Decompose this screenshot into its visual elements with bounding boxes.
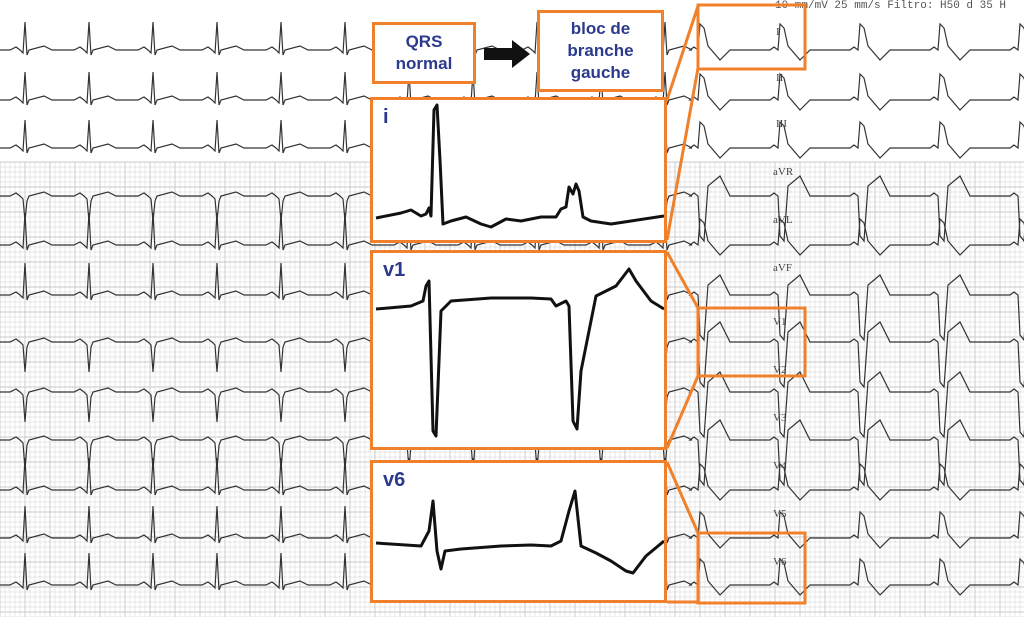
lead-label-v3: V3 [773, 412, 787, 424]
lead-label-v6: V6 [773, 556, 787, 568]
lead-label-i: I [776, 26, 780, 38]
lead-v1-waveform [375, 267, 664, 438]
panel-lead-v1: v1 [370, 250, 667, 450]
lead-label-avl: aVL [773, 214, 793, 226]
lead-i-waveform [375, 103, 664, 229]
lead-label-avf: aVF [773, 262, 792, 274]
lead-label-v5: V5 [773, 508, 787, 520]
ecg-trace-avl [0, 212, 1024, 256]
recording-settings: 10 mm/mV 25 mm/s Filtro: H50 d 35 H [775, 0, 1007, 12]
lead-label-v1: V1 [773, 316, 787, 328]
lead-label-ii: II [776, 72, 784, 84]
qrs-normal-label: QRS normal [372, 22, 476, 84]
ecg-trace-i [0, 21, 1024, 61]
arrow-right-icon [484, 40, 530, 68]
panel-title: v6 [383, 469, 406, 491]
panel-lead-v6: v6 [370, 460, 667, 603]
lead-label-v2: V2 [773, 364, 787, 376]
panel-title: i [383, 106, 389, 128]
panel-lead-i: i [370, 97, 667, 243]
lead-label-avr: aVR [773, 166, 794, 178]
panel-title: v1 [383, 259, 406, 281]
lead-label-iii: III [776, 118, 787, 130]
lead-label-v4: V4 [773, 460, 787, 472]
left-bundle-branch-block-label: bloc de branche gauche [537, 10, 664, 92]
lead-v6-waveform [375, 489, 664, 575]
